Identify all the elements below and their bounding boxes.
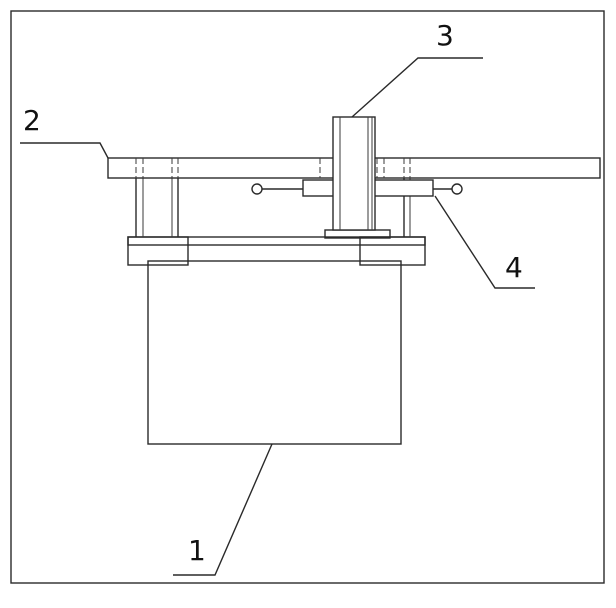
left-knob [251,183,263,195]
label-2: 2 [23,104,41,137]
leader-line-1 [173,443,273,576]
left-mounting-block [127,236,189,266]
vertical-shaft [332,116,376,231]
leader-line-4 [434,195,535,289]
label-1: 1 [188,534,206,567]
leader-line-2 [20,142,109,159]
right-mounting-block [359,236,426,266]
label-4: 4 [505,251,523,284]
leader-line-3 [351,57,483,118]
drawing-frame [10,10,605,584]
right-knob [451,183,463,195]
base-box [147,260,402,445]
label-3: 3 [436,19,454,52]
